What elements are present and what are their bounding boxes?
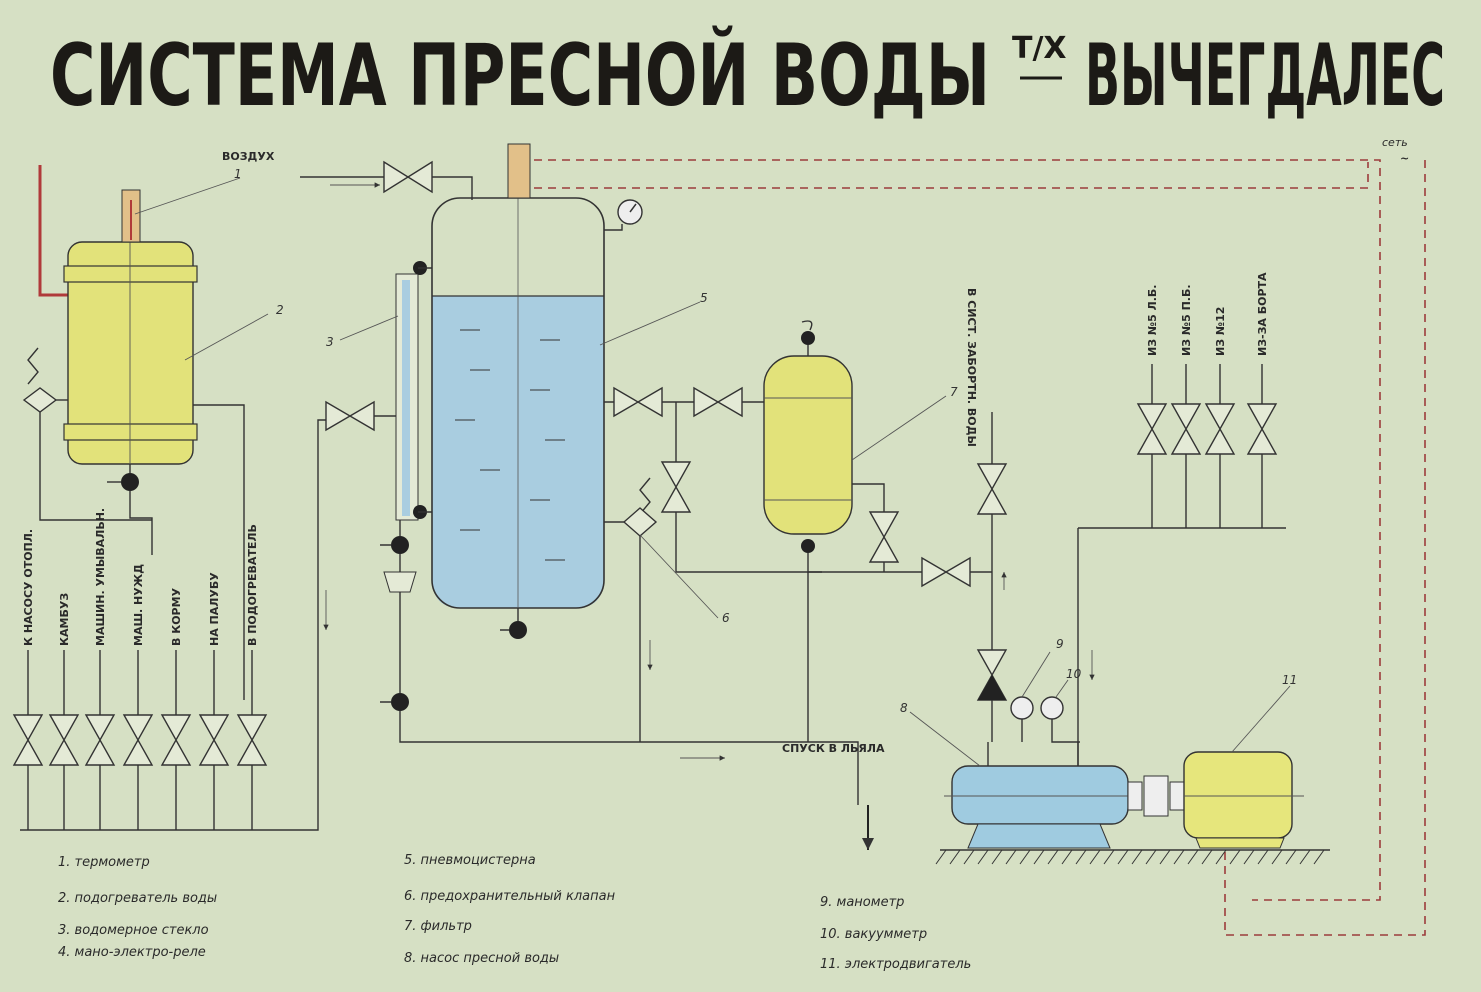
legend: 1. термометр 2. подогреватель воды 3. во… [58,853,971,972]
red-pipe [38,165,68,297]
safety-valve [604,477,658,742]
inlet-label-2: ИЗ №5 П.Б. [1180,284,1193,356]
legend-item-5: 5. пневмоцистерна [404,853,536,868]
outlet-valves [604,386,922,573]
callout-2: 2 [276,303,284,317]
ship-name: ВЫЧЕГДАЛЕС [1085,26,1445,126]
tank-pressure-gauge [604,199,643,231]
air-valve [383,160,433,194]
thermometer [121,189,141,243]
callout-8: 8 [900,701,908,715]
callout-5: 5 [700,291,708,305]
outlet-label-2: КАМБУЗ [58,593,71,646]
pump-suction-valve [921,556,992,588]
outlet-valve-5 [160,650,192,830]
water-heater [63,241,198,465]
filter [763,320,900,742]
foundation [935,849,1330,865]
mains-label: сеть [1382,136,1408,149]
seawater-label-group: В СИСТ. ЗАБОРТН. ВОДЫ [965,288,978,447]
outlet-valve-2 [48,650,80,830]
water-gauge-glass [395,261,432,521]
electric-circuit: сеть ~ [534,136,1426,936]
callout-10: 10 [1066,667,1082,681]
legend-item-11: 11. электродвигатель [820,957,971,972]
inlet-valve-4 [1246,364,1278,528]
outlet-label-3: МАШИН. УМЫВАЛЬН. [94,508,107,646]
right-manifold [1077,527,1286,766]
inlet-valve-1 [1136,364,1168,528]
outlet-label-4: МАШ. НУЖД [132,564,145,646]
drain-label: СПУСК В ЛЬЯЛА [782,742,885,755]
callout-7: 7 [950,385,958,399]
outlet-valve-1 [12,650,44,830]
callout-6: 6 [722,611,730,625]
vacuum-gauge-10 [1040,696,1080,743]
heater-drain-valve [107,464,153,555]
inlet-label-1: ИЗ №5 Л.Б. [1146,285,1159,356]
legend-item-9: 9. манометр [820,895,904,910]
legend-item-8: 8. насос пресной воды [404,951,559,966]
inlet-label-3: ИЗ №12 [1214,307,1227,356]
tank-drain-valve [500,608,527,639]
air-label: ВОЗДУХ [222,150,275,163]
left-manifold [20,419,330,831]
ac-symbol: ~ [1400,152,1409,165]
legend-item-3: 3. водомерное стекло [58,923,209,938]
callout-1: 1 [234,167,242,181]
outlet-valve-7 [236,650,268,830]
seawater-label: В СИСТ. ЗАБОРТН. ВОДЫ [965,288,978,447]
inlet-valve-3 [1204,364,1236,528]
outlet-valve-4 [122,650,154,830]
callout-9: 9 [1056,637,1064,651]
legend-item-4: 4. мано-электро-реле [58,945,206,960]
drain-valves-left [380,520,859,805]
legend-item-10: 10. вакуумметр [820,927,927,942]
legend-item-2: 2. подогреватель воды [58,891,217,906]
electric-motor [1183,751,1304,849]
callout-11: 11 [1282,673,1297,687]
tank-top-element [507,143,531,199]
tank-inlet-valve [325,400,398,432]
outlet-valve-3 [84,650,116,830]
inlet-valve-2 [1170,364,1202,528]
seawater-valves [976,412,1008,742]
legend-item-6: 6. предохранительный клапан [404,889,616,904]
legend-item-7: 7. фильтр [404,919,472,934]
pressure-gauge-9 [1010,696,1034,742]
coupling [1127,775,1185,817]
callout-3: 3 [326,335,334,349]
fresh-water-pump [944,742,1140,849]
outlet-label-1: К НАСОСУ ОТОПЛ. [22,529,35,646]
ship-prefix: Т/Х [1012,31,1067,66]
outlet-label-5: В КОРМУ [170,587,183,646]
outlet-label-6: НА ПАЛУБУ [208,572,221,646]
legend-item-1: 1. термометр [58,855,150,870]
poster-title: СИСТЕМА ПРЕСНОЙ ВОДЫ [50,25,990,126]
pressure-switch-valve [22,347,152,521]
outlet-label-7: В ПОДОГРЕВАТЕЛЬ [246,524,259,646]
inlet-label-4: ИЗ-ЗА БОРТА [1256,272,1269,356]
pneumatic-tank [431,197,605,609]
outlet-valve-6 [198,650,230,830]
